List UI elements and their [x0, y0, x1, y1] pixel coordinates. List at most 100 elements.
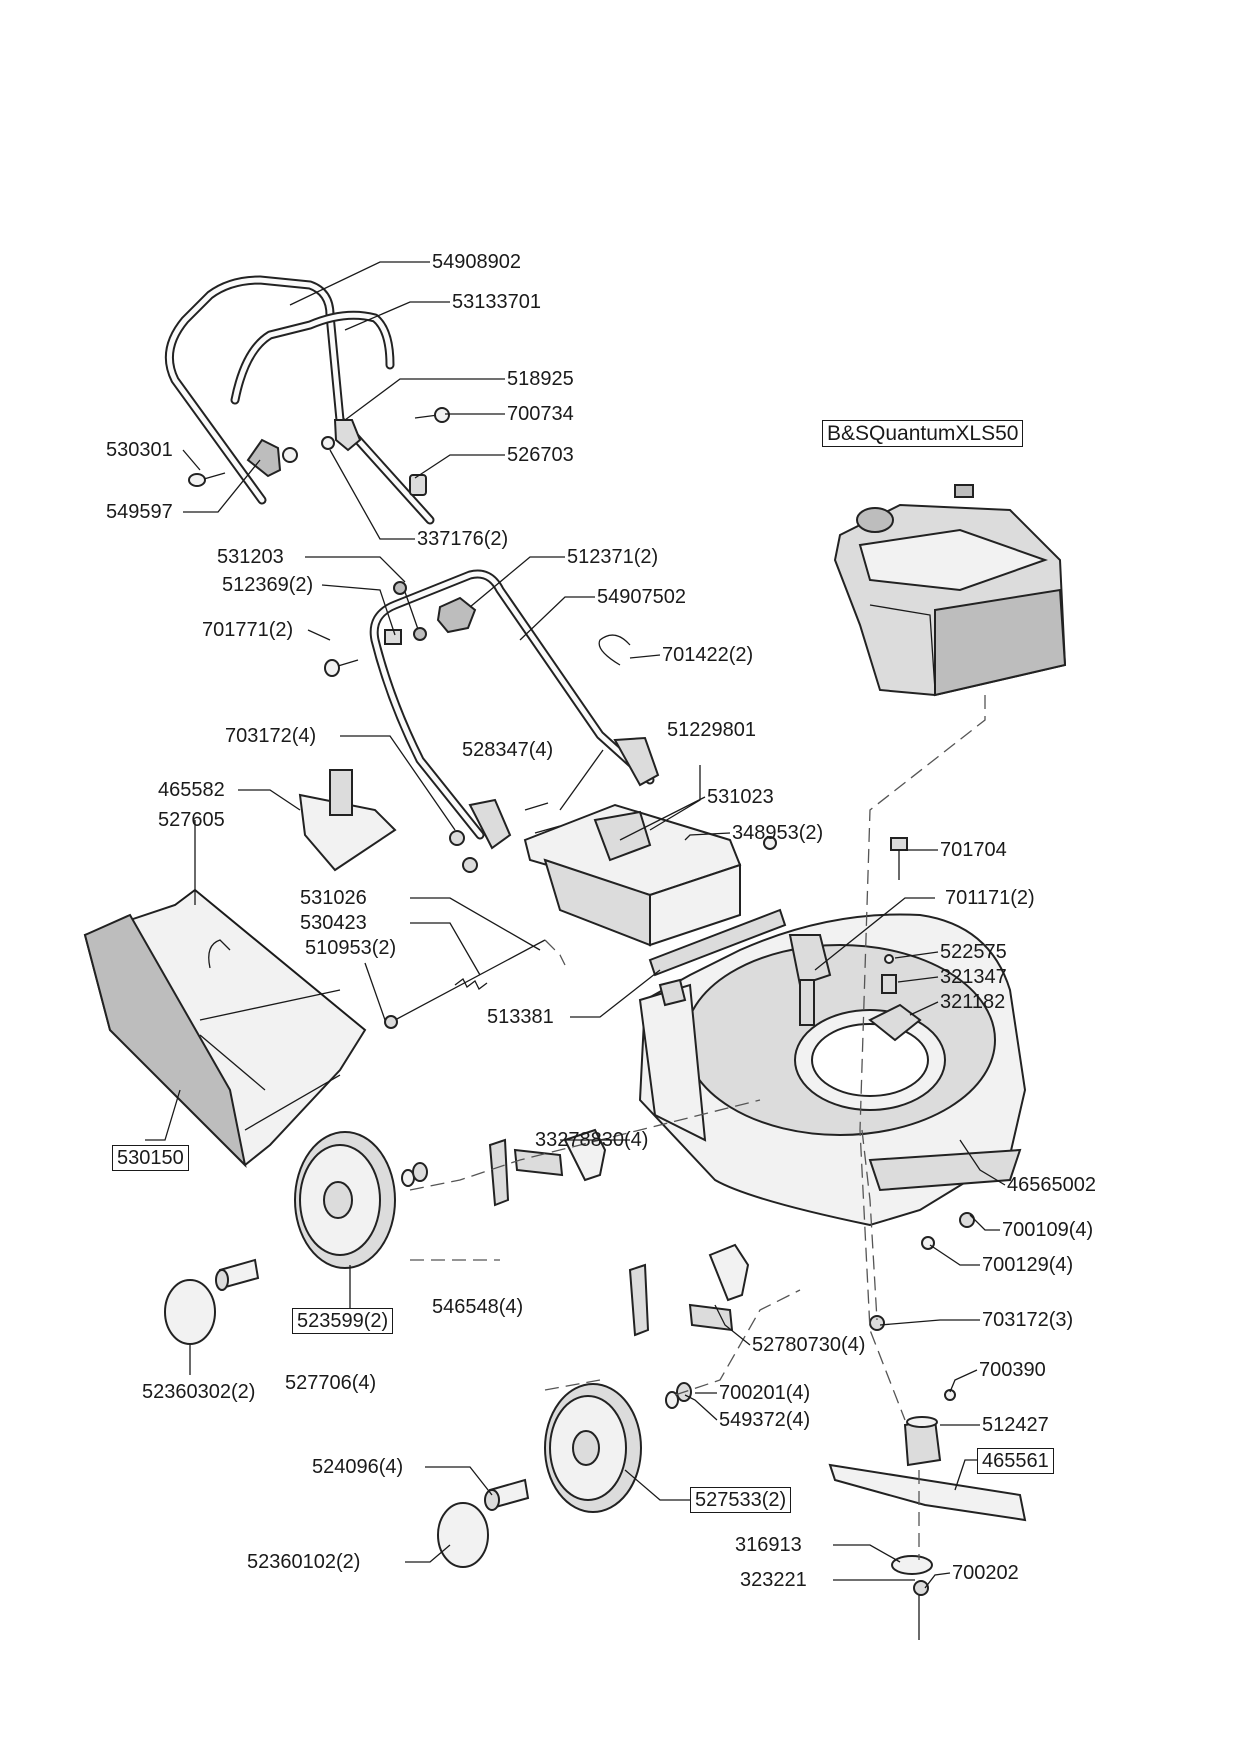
- label-531203: 531203: [217, 546, 284, 568]
- label-700201: 700201(4): [719, 1382, 811, 1404]
- washer-522575: [884, 954, 894, 964]
- label-524096: 524096(4): [312, 1456, 404, 1478]
- label-54908902: 54908902: [432, 251, 521, 273]
- label-549372: 549372(4): [719, 1409, 811, 1431]
- rear-guard-465582: [298, 769, 397, 872]
- label-530150: 530150: [112, 1145, 189, 1171]
- wheel-bolt-rear: [215, 1258, 260, 1291]
- clip-526703: [409, 474, 427, 496]
- label-52360102: 52360102(2): [247, 1551, 361, 1573]
- nut-700109: [959, 1212, 975, 1228]
- label-51229801: 51229801: [667, 719, 756, 741]
- rear-flap-51229801: [523, 803, 742, 947]
- mower-deck: [638, 913, 1027, 1227]
- adjuster-546548-a: [488, 1138, 510, 1207]
- nut-703172-a: [449, 830, 465, 846]
- washer-337176: [321, 436, 335, 450]
- label-527533: 527533(2): [690, 1487, 792, 1513]
- label-701704: 701704: [940, 839, 1007, 861]
- label-700390: 700390: [979, 1359, 1046, 1381]
- label-701771: 701771(2): [202, 619, 294, 641]
- label-523599: 523599(2): [292, 1308, 394, 1334]
- label-321182: 321182: [940, 991, 1006, 1013]
- label-316913: 316913: [735, 1534, 802, 1556]
- label-512427: 512427: [982, 1414, 1049, 1436]
- label-53133701: 53133701: [452, 291, 541, 313]
- segment-33278830-b: [708, 1243, 750, 1302]
- label-528347: 528347(4): [462, 739, 554, 761]
- label-531026: 531026: [300, 887, 367, 909]
- label-518925: 518925: [507, 368, 574, 390]
- bolt-701171: [799, 979, 815, 1026]
- label-700202: 700202: [952, 1562, 1019, 1584]
- label-337176: 337176(2): [417, 528, 509, 550]
- plate-52780730-a: [513, 1148, 564, 1177]
- hubcap-52360102: [437, 1502, 489, 1568]
- blade-465561: [828, 1463, 1027, 1522]
- lower-handle: [369, 569, 660, 850]
- label-465561: 465561: [977, 1448, 1054, 1474]
- cable-guide-531203: [393, 581, 427, 641]
- adapter-321347: [881, 974, 897, 994]
- assembly-lines: [409, 695, 986, 1560]
- upper-crossbar: [230, 310, 395, 405]
- label-512371: 512371(2): [567, 546, 659, 568]
- label-700129: 700129(4): [982, 1254, 1074, 1276]
- adjuster-546548-b: [628, 1263, 650, 1337]
- label-321347: 321347: [940, 966, 1007, 988]
- label-465582: 465582: [158, 779, 225, 801]
- label-530301: 530301: [106, 439, 173, 461]
- label-engine-model: B&SQuantumXLS50: [822, 420, 1024, 447]
- label-700734: 700734: [507, 403, 574, 425]
- clip-701422: [598, 634, 631, 666]
- engine-illustration: [833, 484, 1067, 697]
- label-527605: 527605: [158, 809, 225, 831]
- bar-513381: [648, 908, 787, 977]
- label-46565002: 46565002: [1007, 1174, 1096, 1196]
- label-703172-3: 703172(3): [982, 1309, 1074, 1331]
- washer-316913: [891, 1555, 933, 1575]
- label-52780730: 52780730(4): [752, 1334, 866, 1356]
- rear-axle-531026: [384, 939, 546, 1029]
- bolt-701771: [324, 659, 359, 677]
- upper-handle: [164, 275, 435, 525]
- leader-lines: [145, 261, 1006, 1589]
- label-52360302: 52360302(2): [142, 1381, 256, 1403]
- label-323221: 323221: [740, 1569, 807, 1591]
- label-522575: 522575: [940, 941, 1007, 963]
- label-54907502: 54907502: [597, 586, 686, 608]
- screw-348953: [763, 836, 777, 850]
- rear-wheel: [294, 1131, 428, 1269]
- screw-701704: [890, 837, 908, 880]
- grass-box: [83, 888, 367, 1169]
- cable-lever: [246, 438, 298, 478]
- label-348953: 348953(2): [732, 822, 824, 844]
- segment-33278830-a: [563, 1128, 607, 1182]
- key-700390: [944, 1389, 956, 1401]
- bracket-518925: [333, 419, 362, 452]
- label-510953: 510953(2): [305, 937, 397, 959]
- label-701171: 701171(2): [945, 887, 1035, 909]
- bolt-530301: [188, 472, 226, 487]
- label-513381: 513381: [487, 1006, 554, 1028]
- screw-700734: [414, 407, 450, 423]
- washer-700202: [913, 1580, 929, 1596]
- label-700109: 700109(4): [1002, 1219, 1094, 1241]
- label-512369: 512369(2): [222, 574, 314, 596]
- label-703172-4: 703172(4): [225, 725, 317, 747]
- hubcap-52360302: [164, 1279, 216, 1345]
- label-527706: 527706(4): [285, 1372, 377, 1394]
- knob-512371: [436, 596, 477, 634]
- label-701422: 701422(2): [662, 644, 754, 666]
- wheel-bolt-front: [484, 1478, 530, 1511]
- nut-703172-b: [462, 857, 478, 873]
- label-530423: 530423: [300, 912, 367, 934]
- front-wheel: [544, 1382, 692, 1513]
- label-526703: 526703: [507, 444, 574, 466]
- blade-adapter-512427: [903, 1416, 942, 1467]
- label-531023: 531023: [707, 786, 774, 808]
- key-321182: [868, 1003, 922, 1042]
- label-546548: 546548(4): [432, 1296, 524, 1318]
- label-549597: 549597: [106, 501, 173, 523]
